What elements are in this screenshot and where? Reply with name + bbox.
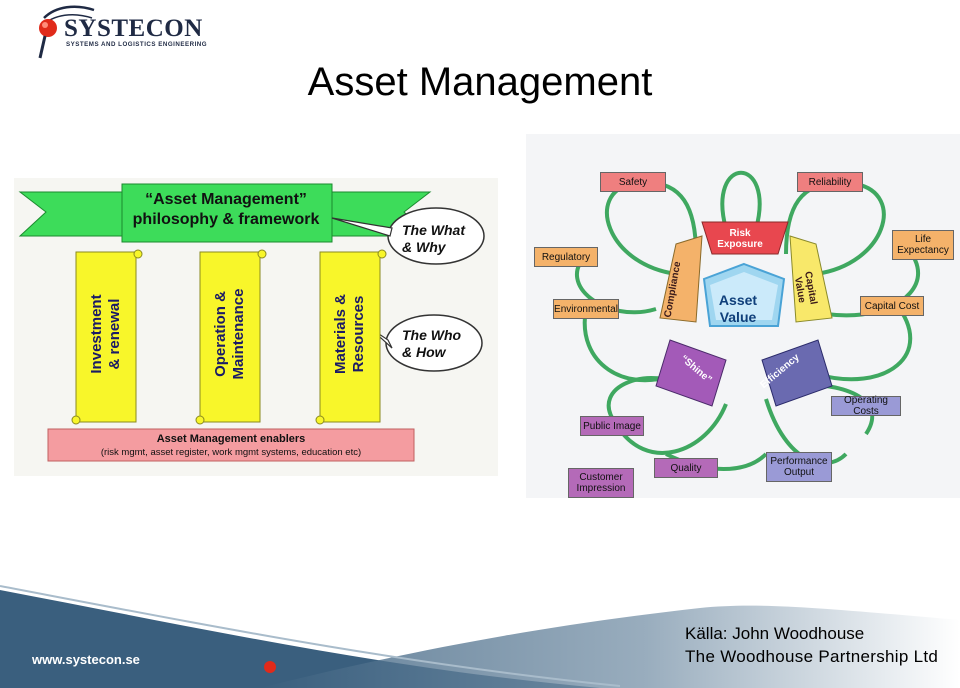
pillar-investment: Investment & renewal	[88, 274, 124, 394]
center-line1: Asset	[718, 292, 758, 308]
customer-line2: Impression	[576, 483, 626, 494]
slide-title: Asset Management	[307, 60, 653, 104]
bubble-who-line1: The Who	[402, 327, 462, 343]
center-line2: Value	[719, 309, 757, 325]
risk-line1: Risk	[729, 228, 751, 239]
banner-line1: “Asset Management”	[145, 191, 307, 208]
pillar-investment-line1: Investment	[88, 294, 105, 374]
footer-url[interactable]: www.systecon.se	[32, 652, 140, 667]
risk-line2: Exposure	[717, 239, 763, 250]
tag-environmental: Environmental	[553, 299, 619, 319]
asset-value-diagram	[526, 134, 960, 498]
enablers-subtitle: (risk mgmt, asset register, work mgmt sy…	[100, 447, 362, 458]
pillar-materials-line1: Materials &	[332, 293, 349, 375]
asset-value-center: Asset Value	[704, 292, 772, 326]
tag-reliability: Reliability	[797, 172, 863, 192]
tag-safety: Safety	[600, 172, 666, 192]
pillar-operation-line1: Operation &	[212, 291, 229, 377]
bubble-what-why: The What & Why	[402, 222, 465, 256]
logo-name: SYSTECON	[64, 15, 203, 42]
pillar-materials: Materials & Resources	[332, 274, 368, 394]
pillar-investment-line2: & renewal	[106, 298, 123, 370]
asset-management-framework-diagram	[14, 178, 498, 476]
tag-life-expectancy: Life Expectancy	[892, 230, 954, 260]
pillar-materials-line2: Resources	[350, 295, 367, 373]
source-credit-line1: Källa: John Woodhouse	[685, 624, 865, 643]
source-credit-line2: The Woodhouse Partnership Ltd	[685, 647, 939, 666]
tag-customer-impression: Customer Impression	[568, 468, 634, 498]
framework-banner: “Asset Management” philosophy & framewor…	[124, 190, 328, 230]
tag-performance-output: Performance Output	[766, 452, 832, 482]
enablers-title: Asset Management enablers	[156, 433, 306, 445]
logo-tagline: SYSTEMS AND LOGISTICS ENGINEERING	[66, 41, 208, 48]
life-line1: Life	[914, 234, 932, 245]
pillar-operation-line2: Maintenance	[230, 288, 247, 380]
bubble-who-line2: & How	[402, 344, 446, 360]
performance-line1: Performance	[770, 456, 828, 467]
bubble-what-line2: & Why	[402, 239, 446, 255]
tag-operating-costs: Operating Costs	[831, 395, 901, 417]
tag-regulatory: Regulatory	[534, 247, 598, 267]
bubble-who-how: The Who & How	[402, 327, 461, 361]
tag-public-image: Public Image	[580, 416, 644, 436]
petal-risk-exposure: Risk Exposure	[712, 228, 768, 250]
banner-line2: philosophy & framework	[132, 211, 320, 228]
customer-line1: Customer	[579, 472, 623, 483]
tag-capital-cost: Capital Cost	[860, 296, 924, 316]
performance-line2: Output	[783, 467, 815, 478]
bubble-what-line1: The What	[402, 222, 465, 238]
tag-quality: Quality	[654, 458, 718, 478]
life-line2: Expectancy	[897, 245, 949, 256]
pillar-operation: Operation & Maintenance	[212, 274, 248, 394]
footer-band	[0, 585, 960, 688]
systecon-logo	[38, 5, 95, 59]
